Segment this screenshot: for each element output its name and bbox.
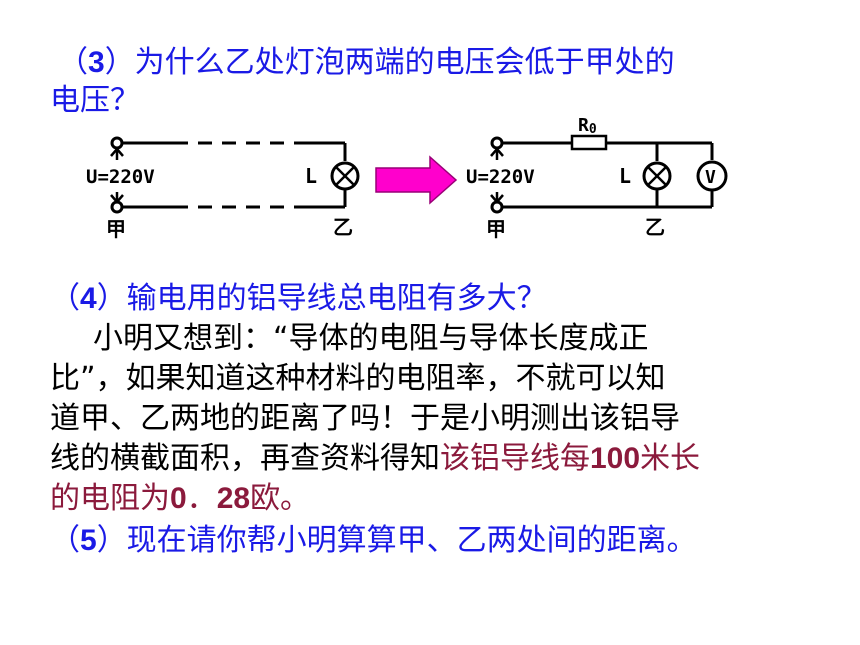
highlight-text: 米长 bbox=[640, 441, 701, 476]
question-text: ）为什么乙处灯泡两端的电压会低于甲处的 bbox=[104, 45, 675, 80]
question-text: ）输电用的铝导线总电阻有多大？ bbox=[96, 281, 547, 316]
resistor-label: R0 bbox=[578, 115, 597, 137]
resistor-icon bbox=[570, 134, 608, 151]
highlight-number: 100 bbox=[590, 442, 641, 475]
jia-label-left: 甲 bbox=[106, 217, 126, 241]
question-3-line-1: （3）为什么乙处灯泡两端的电压会低于甲处的 bbox=[58, 46, 675, 80]
voltmeter-label: V bbox=[705, 167, 716, 188]
question-5: （5）现在请你帮小明算算甲、乙两处间的距离。 bbox=[50, 524, 697, 558]
text: 的电阻为 bbox=[50, 481, 170, 516]
lamp-label-right: L bbox=[619, 164, 631, 188]
lamp-label-left: L bbox=[305, 164, 317, 188]
question-3-line-2: 电压？ bbox=[50, 83, 140, 118]
paragraph-line-2: 比”，如果知道这种材料的电阻率，不就可以知 bbox=[50, 361, 666, 396]
terminal-bottom bbox=[490, 200, 504, 214]
paragraph-line-4: 线的横截面积，再查资料得知该铝导线每100米长 bbox=[50, 442, 700, 476]
text: ． bbox=[186, 481, 217, 516]
yi-label-left: 乙 bbox=[333, 215, 353, 239]
highlight-text: 该铝导线每 bbox=[440, 441, 590, 476]
paragraph-line-5: 的电阻为0．28欧。 bbox=[50, 482, 310, 516]
terminal-top bbox=[490, 136, 504, 150]
paren: （ bbox=[50, 523, 80, 558]
terminal-bottom bbox=[110, 200, 124, 214]
voltage-label-right: U=220V bbox=[466, 166, 535, 188]
number: 28 bbox=[216, 482, 251, 515]
voltage-label-left: U=220V bbox=[86, 166, 155, 188]
right-arrow-icon bbox=[375, 155, 458, 205]
question-number: 4 bbox=[80, 282, 97, 315]
question-4: （4）输电用的铝导线总电阻有多大？ bbox=[50, 282, 547, 316]
question-text: ）现在请你帮小明算算甲、乙两处间的距离。 bbox=[96, 523, 697, 558]
question-number: 3 bbox=[88, 46, 105, 79]
text: 线的横截面积，再查资料得知 bbox=[50, 441, 440, 476]
jia-label-right: 甲 bbox=[486, 217, 506, 241]
text: 欧。 bbox=[250, 481, 311, 516]
yi-label-right: 乙 bbox=[645, 215, 665, 239]
left-circuit bbox=[110, 136, 360, 214]
question-number: 5 bbox=[80, 524, 97, 557]
arrow-head-up bbox=[110, 147, 124, 157]
paren: （ bbox=[50, 281, 80, 316]
terminal-top bbox=[110, 136, 124, 150]
paren: （ bbox=[58, 45, 88, 80]
paragraph-line-3: 道甲、乙两地的距离了吗！于是小明测出该铝导 bbox=[50, 401, 680, 436]
number: 0 bbox=[170, 482, 187, 515]
right-circuit bbox=[490, 134, 728, 214]
paragraph-line-1: 小明又想到：“导体的电阻与导体长度成正 bbox=[93, 321, 649, 356]
